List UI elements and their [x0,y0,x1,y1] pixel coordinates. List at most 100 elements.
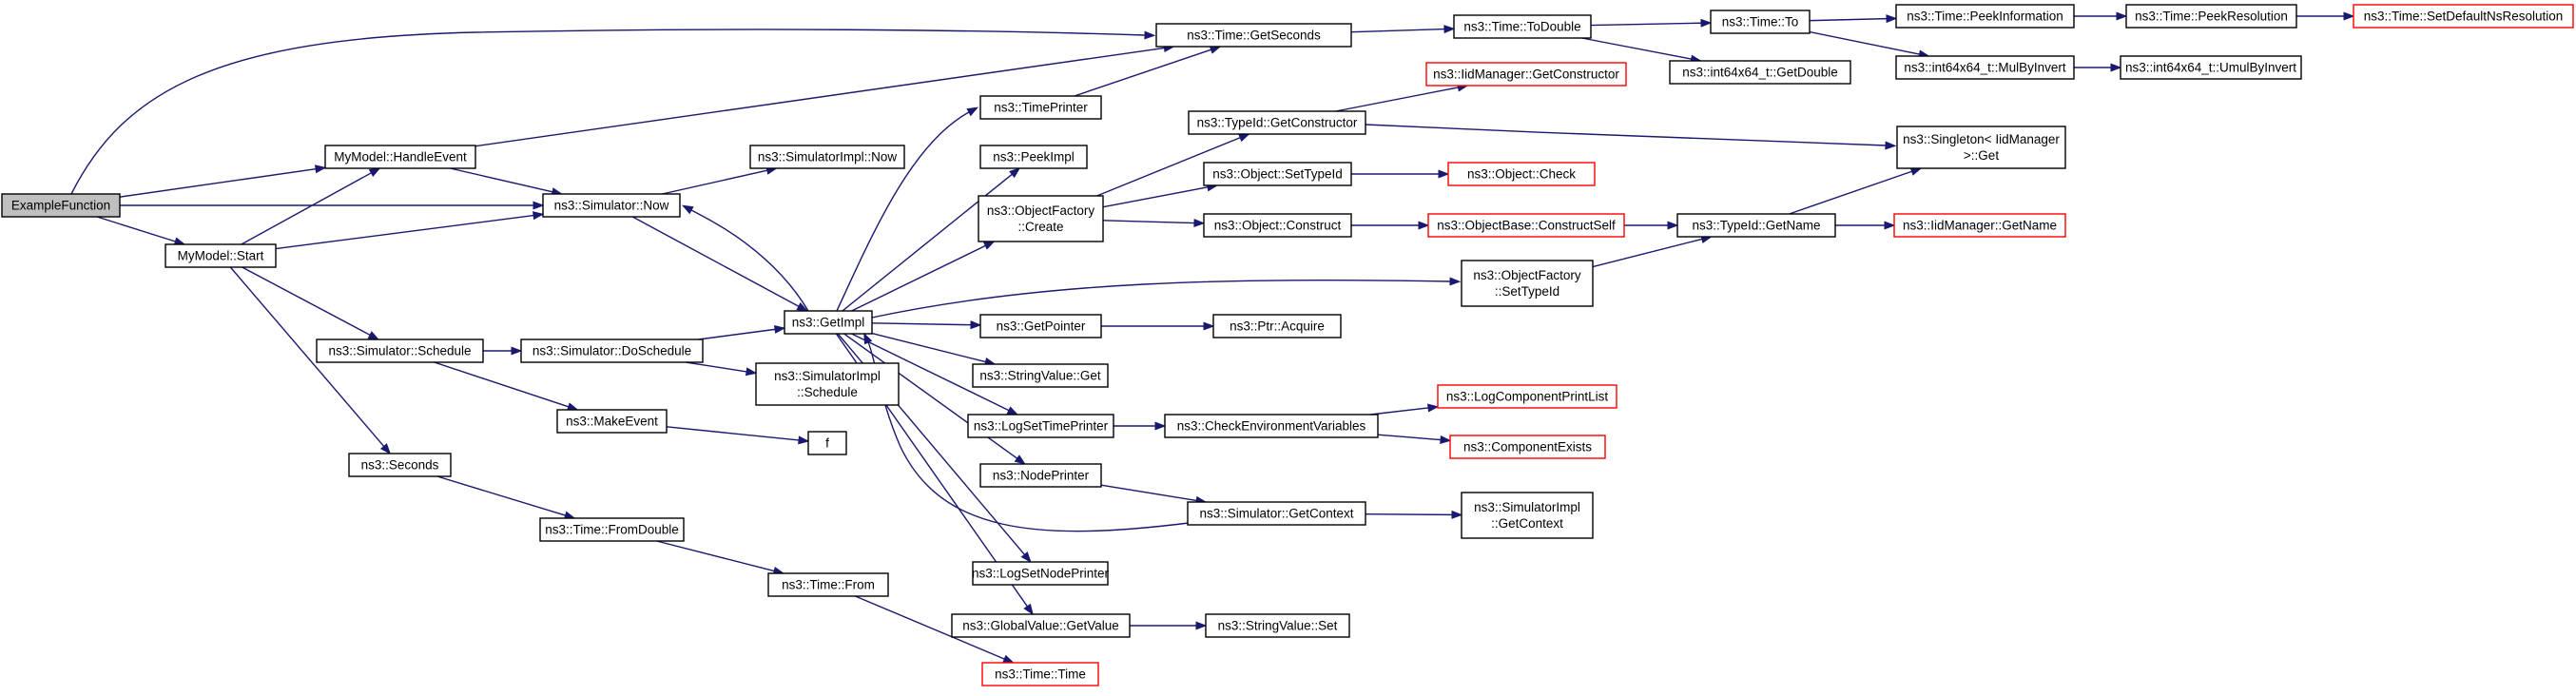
edge-start-to-seconds [229,266,392,455]
node-do-schedule[interactable]: ns3::Simulator::DoSchedule [520,338,704,363]
node-sim-get-context[interactable]: ns3::Simulator::GetContext [1187,501,1366,526]
node-umul-by-invert[interactable]: ns3::int64x64_t::UmulByInvert [2120,55,2302,80]
node-label: ns3::LogSetTimePrinter [974,419,1109,434]
node-label: ns3::TimePrinter [994,101,1088,115]
node-label: ns3::ObjectFactory [987,203,1095,218]
edge-example-to-now [120,201,545,210]
node-string-value-get[interactable]: ns3::StringValue::Get [972,363,1109,388]
node-label: ns3::GlobalValue::GetValue [962,619,1119,633]
node-obj-check[interactable]: ns3::Object::Check [1447,162,1596,186]
node-to-double[interactable]: ns3::Time::ToDouble [1453,14,1592,39]
node-f[interactable]: f [807,431,847,455]
node-impl-get-context[interactable]: ns3::SimulatorImpl::GetContext [1461,492,1594,539]
node-label: ns3::Time::Time [995,667,1086,682]
edge-node-printer-to-sim-get-context [1100,484,1208,505]
node-peek-res[interactable]: ns3::Time::PeekResolution [2125,4,2297,29]
node-log-set-time-printer[interactable]: ns3::LogSetTimePrinter [967,414,1114,438]
node-log-set-node-printer[interactable]: ns3::LogSetNodePrinter [972,561,1110,586]
edge-now-to-get-impl [631,216,808,312]
node-string-value-set[interactable]: ns3::StringValue::Set [1205,613,1350,638]
node-label: ns3::LogSetNodePrinter [972,567,1110,581]
node-time-to[interactable]: ns3::Time::To [1710,10,1811,34]
node-seconds[interactable]: ns3::Seconds [348,453,452,477]
node-global-get-value[interactable]: ns3::GlobalValue::GetValue [951,613,1131,638]
node-peek-impl[interactable]: ns3::PeekImpl [979,145,1088,169]
edge-sim-schedule-to-do-schedule [483,346,523,356]
edge-obj-construct-to-construct-self [1351,221,1430,230]
node-obj-set-typeid[interactable]: ns3::Object::SetTypeId [1203,162,1352,186]
node-label: ns3::SimulatorImpl::Now [758,150,898,164]
node-label: ns3::SimulatorImpl [774,369,881,383]
node-label: ::Schedule [797,385,858,399]
edge-time-printer-to-get-seconds [1074,46,1222,97]
node-sim-schedule[interactable]: ns3::Simulator::Schedule [316,338,484,363]
node-label: MyModel::HandleEvent [334,150,467,164]
node-label: ns3::GetImpl [792,316,865,330]
node-label: >::Get [1964,148,1999,163]
edge-peek-res-to-set-default [2296,11,2355,21]
node-label: f [825,436,829,451]
edge-sim-get-context-to-impl-get-context [1365,510,1463,519]
node-now[interactable]: ns3::Simulator::Now [542,193,681,218]
node-label: ns3::LogComponentPrintList [1446,390,1609,404]
node-label: ns3::IidManager::GetName [1903,219,2057,233]
node-label: ns3::Simulator::Schedule [328,344,471,358]
node-label: ns3::Ptr::Acquire [1230,319,1325,334]
node-example[interactable]: ExampleFunction [1,193,121,218]
edge-mul-by-invert-to-umul-by-invert [2074,63,2122,72]
node-from-double[interactable]: ns3::Time::FromDouble [539,517,685,542]
node-label: ns3::GetPointer [997,319,1086,334]
node-set-default[interactable]: ns3::Time::SetDefaultNsResolution [2353,4,2574,29]
edge-example-to-handle-event [119,164,327,198]
node-iid-get-name[interactable]: ns3::IidManager::GetName [1893,213,2066,238]
node-label: ns3::NodePrinter [993,469,1090,483]
node-mul-by-invert[interactable]: ns3::int64x64_t::MulByInvert [1895,55,2075,80]
node-label: ns3::SimulatorImpl [1474,500,1580,514]
edge-obj-factory-create-to-obj-construct [1102,219,1206,228]
node-label: ns3::Simulator::DoSchedule [533,344,691,358]
node-start[interactable]: MyModel::Start [165,243,277,268]
node-label: ns3::CheckEnvironmentVariables [1177,419,1366,434]
node-label: ns3::IidManager::GetConstructor [1433,68,1619,82]
edge-typeid-get-ctor-to-singleton-get [1365,124,1897,150]
node-label: ns3::Seconds [361,458,439,473]
edge-get-pointer-to-ptr-acquire [1101,321,1215,331]
node-label: ns3::Time::PeekInformation [1907,10,2063,24]
node-handle-event[interactable]: MyModel::HandleEvent [324,145,476,169]
node-get-pointer[interactable]: ns3::GetPointer [979,314,1102,338]
node-impl-now[interactable]: ns3::SimulatorImpl::Now [749,145,905,169]
node-typeid-get-name[interactable]: ns3::TypeId::GetName [1676,213,1836,238]
node-singleton-get[interactable]: ns3::Singleton< IidManager >::Get [1896,126,2066,169]
node-ptr-acquire[interactable]: ns3::Ptr::Acquire [1212,314,1342,338]
node-time-time[interactable]: ns3::Time::Time [981,662,1099,686]
edge-get-impl-to-now [681,204,809,312]
edge-do-schedule-to-impl-schedule [686,361,758,377]
node-of-set-typeid[interactable]: ns3::ObjectFactory::SetTypeId [1461,260,1594,307]
call-edges [70,11,2355,664]
node-impl-schedule[interactable]: ns3::SimulatorImpl::Schedule [755,362,900,406]
node-obj-factory-create[interactable]: ns3::ObjectFactory::Create [978,195,1104,242]
edge-typeid-get-name-to-iid-get-name [1835,221,1896,230]
node-log-print-list[interactable]: ns3::LogComponentPrintList [1437,384,1617,409]
node-iid-get-ctor[interactable]: ns3::IidManager::GetConstructor [1425,62,1627,87]
edge-obj-set-typeid-to-obj-check [1351,169,1450,179]
node-peek-info[interactable]: ns3::Time::PeekInformation [1895,4,2075,29]
edge-time-to-to-mul-by-invert [1809,30,1930,59]
node-typeid-get-ctor[interactable]: ns3::TypeId::GetConstructor [1188,110,1366,135]
node-get-impl[interactable]: ns3::GetImpl [784,310,873,335]
node-make-event[interactable]: ns3::MakeEvent [556,409,668,434]
edge-example-to-start [96,216,186,246]
node-component-exists[interactable]: ns3::ComponentExists [1449,435,1606,459]
node-time-printer[interactable]: ns3::TimePrinter [979,95,1102,120]
node-get-seconds[interactable]: ns3::Time::GetSeconds [1155,23,1352,48]
node-label: ::GetContext [1491,516,1563,531]
node-node-printer[interactable]: ns3::NodePrinter [979,463,1102,488]
node-label: ns3::MakeEvent [566,415,658,429]
node-label: ns3::Time::From [782,578,875,592]
node-construct-self[interactable]: ns3::ObjectBase::ConstructSelf [1427,213,1625,238]
node-get-double[interactable]: ns3::int64x64_t::GetDouble [1669,60,1851,85]
node-check-env[interactable]: ns3::CheckEnvironmentVariables [1164,414,1379,438]
node-time-from[interactable]: ns3::Time::From [767,572,889,597]
edge-to-double-to-get-double [1581,37,1702,64]
node-obj-construct[interactable]: ns3::Object::Construct [1203,213,1352,238]
